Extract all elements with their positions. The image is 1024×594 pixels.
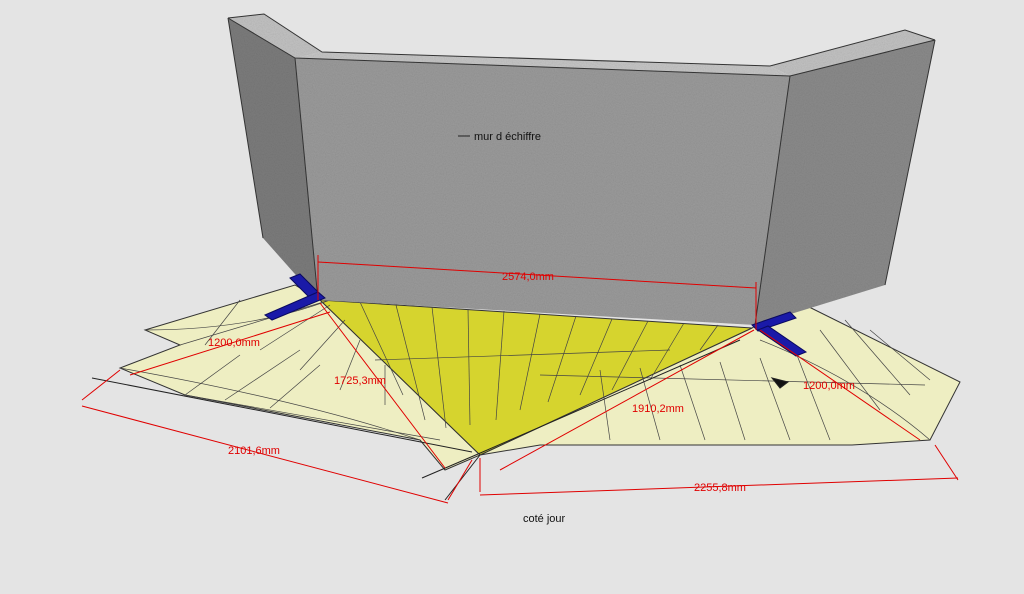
wall-top-left	[228, 14, 322, 58]
right-bracket	[751, 311, 808, 357]
left-bracket	[263, 273, 326, 321]
dim-left-diag: 1725,3mm	[334, 375, 386, 387]
floor-plan	[118, 284, 961, 471]
wall-top-right	[770, 30, 935, 76]
step-lines-right	[539, 319, 931, 441]
dim-right-diag: 1910,2mm	[632, 403, 684, 415]
wall	[227, 13, 936, 326]
dimension-lines	[81, 255, 959, 504]
step-lines-center	[359, 301, 719, 429]
dim-left-bottom: 2101,6mm	[228, 445, 280, 457]
dim-top-width: 2574,0mm	[502, 271, 554, 283]
dim-right-bottom: 2255,8mm	[694, 482, 746, 494]
side-label: coté jour	[523, 513, 566, 525]
landing-triangle	[318, 299, 753, 456]
dim-right-small: 1200,0mm	[803, 380, 855, 392]
wall-front-face	[295, 58, 790, 325]
arrow-marker	[770, 377, 790, 389]
construction-lines	[91, 339, 790, 501]
step-lines-left	[119, 299, 441, 441]
wall-top-front	[295, 52, 790, 76]
dim-left-small: 1200,0mm	[208, 337, 260, 349]
wall-label: mur d échiffre	[474, 131, 541, 143]
wall-left-side	[228, 18, 318, 300]
wall-right-side	[755, 40, 935, 325]
